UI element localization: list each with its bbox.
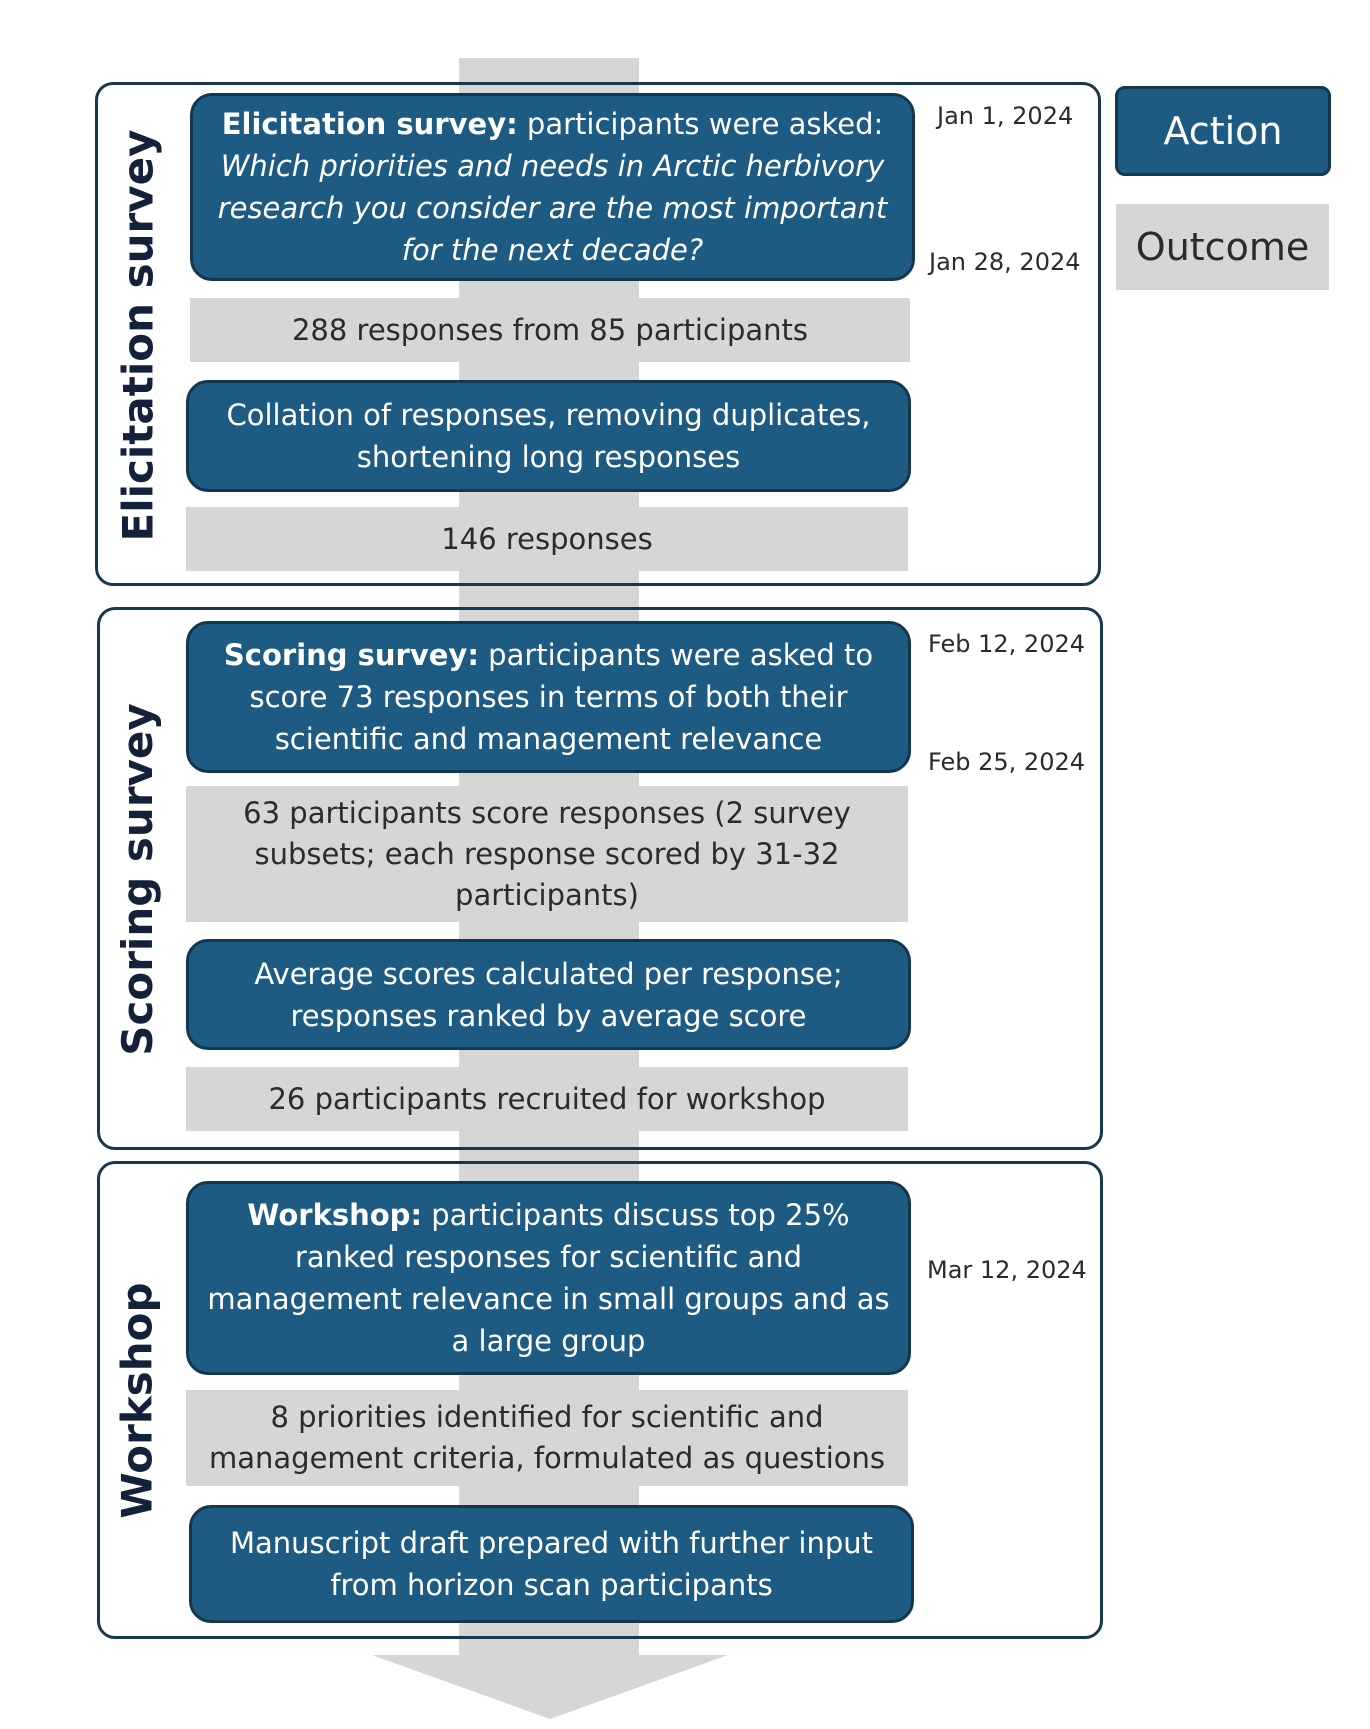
average-scores-step: Average scores calculated per response; …	[186, 939, 911, 1050]
elicitation-survey-step: Elicitation survey: participants were as…	[190, 93, 915, 281]
flow-arrow-head	[372, 1655, 728, 1719]
phase-elicitation-frame	[95, 82, 1101, 586]
phase-scoring-label: Scoring survey	[113, 702, 162, 1056]
date-workshop: Mar 12, 2024	[927, 1256, 1087, 1284]
manuscript-step: Manuscript draft prepared with further i…	[189, 1505, 914, 1623]
date-end: Jan 28, 2024	[929, 248, 1081, 276]
phase-workshop-label: Workshop	[113, 1281, 162, 1519]
legend-action: Action	[1115, 86, 1331, 176]
collation-step: Collation of responses, removing duplica…	[186, 380, 911, 492]
date-start: Feb 12, 2024	[928, 630, 1085, 658]
outcome-scoring-participants: 63 participants score responses (2 surve…	[186, 786, 908, 922]
phase-elicitation-label: Elicitation survey	[113, 129, 162, 541]
outcome-responses-count: 288 responses from 85 participants	[190, 298, 910, 362]
outcome-priorities: 8 priorities identified for scientific a…	[186, 1390, 908, 1486]
scoring-survey-step: Scoring survey: participants were asked …	[186, 621, 911, 773]
phase-scoring-frame	[97, 607, 1103, 1150]
date-end: Feb 25, 2024	[928, 748, 1085, 776]
outcome-collated-responses: 146 responses	[186, 507, 908, 571]
legend-outcome: Outcome	[1116, 204, 1329, 290]
workshop-step: Workshop: participants discuss top 25% r…	[186, 1181, 911, 1375]
date-start: Jan 1, 2024	[937, 102, 1074, 130]
phase-workshop-frame	[97, 1161, 1103, 1639]
outcome-workshop-recruitment: 26 participants recruited for workshop	[186, 1067, 908, 1131]
